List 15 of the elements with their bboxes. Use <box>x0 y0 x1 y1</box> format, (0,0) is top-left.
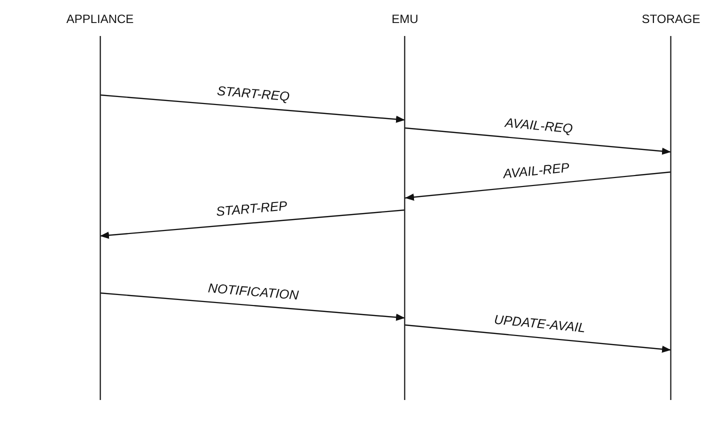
participant-label: STORAGE <box>642 12 700 26</box>
message-arrow <box>404 171 672 201</box>
edge-label: NOTIFICATION <box>208 280 300 302</box>
edge-label: AVAIL-REQ <box>504 115 574 136</box>
message-arrow <box>100 292 406 321</box>
edge-label: UPDATE-AVAIL <box>493 311 586 335</box>
edge-label: START-REP <box>215 198 288 220</box>
message-arrow <box>100 209 406 239</box>
edge-label: AVAIL-REP <box>502 160 570 182</box>
participant-label: APPLIANCE <box>66 12 134 26</box>
message-arrow <box>404 127 672 155</box>
participant-label: EMU <box>392 12 418 26</box>
edge-label: START-REQ <box>216 82 290 104</box>
message-arrow <box>100 94 406 123</box>
message-arrow <box>404 324 672 353</box>
